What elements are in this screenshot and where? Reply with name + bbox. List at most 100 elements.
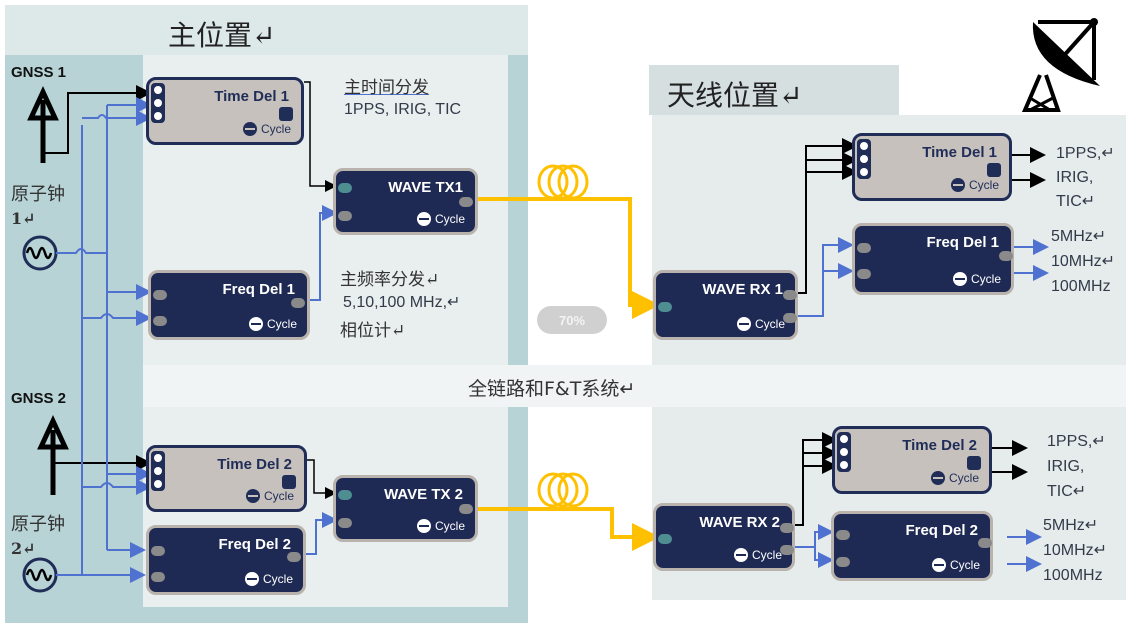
atomic-clock-2-index: 2↵ (11, 539, 36, 558)
wave-rx1-node[interactable]: WAVE RX 1 Cycle (653, 270, 798, 340)
wave-rx2-node[interactable]: WAVE RX 2 Cycle (653, 503, 795, 571)
output-item: IRIG, (1047, 458, 1085, 475)
brand-text: Cycle (948, 471, 979, 485)
input-ports (151, 451, 165, 491)
node-label: Time Del 1 (214, 88, 289, 105)
brand-text: Cycle (260, 122, 291, 136)
output-item: 5MHz↵ (1043, 517, 1099, 534)
atomic-clock-1-index: 1↵ (11, 209, 36, 228)
atomic-clock-2-icon (22, 557, 58, 593)
wave-tx2-node[interactable]: WAVE TX 2 Cycle (333, 475, 478, 542)
output-port (291, 298, 305, 308)
brand-text: Cycle (949, 558, 980, 572)
time-del-1-node[interactable]: Time Del 1 Cycle (146, 77, 304, 145)
cycle-brand: Cycle (245, 489, 294, 503)
output-port (999, 251, 1013, 261)
node-label: WAVE RX 2 (699, 514, 780, 531)
brand-text: Cycle (970, 272, 1001, 286)
node-label: Time Del 2 (217, 456, 292, 473)
output-freq-2: 5MHz↵ 10MHz↵ 100MHz (1043, 513, 1107, 588)
zoom-badge[interactable]: 70% (537, 306, 607, 334)
rx-freq-del-2-node[interactable]: Freq Del 2 Cycle (831, 511, 993, 581)
brand-text: Cycle (262, 572, 293, 586)
status-indicator (282, 475, 296, 489)
output-item: 1PPS,↵ (1047, 433, 1106, 450)
cycle-brand: Cycle (930, 471, 979, 485)
main-freq-sub: 5,10,100 MHz,↵ (343, 294, 461, 311)
input-port (658, 534, 672, 544)
status-indicator (279, 107, 293, 121)
cycle-logo-icon (416, 519, 431, 533)
atomic-clock-1-icon (22, 235, 58, 271)
wave-tx1-node[interactable]: WAVE TX1 Cycle (333, 168, 478, 235)
cycle-logo-icon (242, 122, 257, 136)
node-label: WAVE TX 2 (384, 486, 463, 503)
status-indicator (987, 163, 1001, 177)
wire-freq1-tx1 (310, 205, 338, 301)
input-port (658, 302, 672, 312)
output-time-1: 1PPS,↵ IRIG, TIC↵ (1056, 142, 1115, 214)
cycle-brand: Cycle (242, 122, 291, 136)
cycle-brand: Cycle (416, 519, 465, 533)
cycle-brand: Cycle (416, 212, 465, 226)
main-site-title: 主位置↵ (168, 19, 276, 52)
node-label: Freq Del 2 (218, 536, 291, 553)
output-time-2: 1PPS,↵ IRIG, TIC↵ (1047, 429, 1106, 504)
wire-time1-tx1 (304, 81, 337, 192)
rx-time-del-1-node[interactable]: Time Del 1 Cycle (852, 133, 1012, 201)
output-item: IRIG, (1056, 169, 1094, 186)
wire-freq2-tx2 (306, 512, 338, 555)
cycle-logo-icon (245, 489, 260, 503)
main-time-title: 主时间分发 (344, 78, 429, 98)
rx-time-del-2-node[interactable]: Time Del 2 Cycle (832, 426, 992, 494)
atomic-clock-2-name: 原子钟 (11, 514, 65, 535)
cycle-logo-icon (950, 178, 965, 192)
time-del-2-node[interactable]: Time Del 2 Cycle (146, 445, 307, 512)
status-indicator (967, 456, 981, 470)
cycle-logo-icon (930, 471, 945, 485)
atomic-clock-1-label: 原子钟 1↵ (11, 183, 65, 231)
node-label: Freq Del 1 (222, 281, 295, 298)
rx-freq-del-1-node[interactable]: Freq Del 1 Cycle (852, 223, 1014, 295)
input-port (857, 243, 871, 253)
middle-strip (143, 365, 1126, 407)
output-item: 5MHz↵ (1051, 228, 1107, 245)
cycle-logo-icon (931, 558, 946, 572)
node-label: WAVE TX1 (388, 179, 463, 196)
cycle-logo-icon (736, 317, 751, 331)
gnss1-label: GNSS 1 (11, 64, 67, 81)
antenna-site-title: 天线位置↵ (667, 79, 803, 112)
input-port (338, 490, 352, 500)
main-freq-sub2: 相位计↵ (340, 321, 406, 341)
node-label: Time Del 2 (902, 437, 977, 454)
output-port (459, 197, 473, 207)
freq-del-1-node[interactable]: Freq Del 1 Cycle (148, 270, 310, 340)
output-item: TIC↵ (1047, 483, 1087, 500)
cycle-logo-icon (248, 317, 263, 331)
output-port (287, 552, 301, 562)
wire-gnss1-time1 (43, 85, 152, 154)
brand-text: Cycle (266, 317, 297, 331)
output-port (780, 545, 794, 555)
brand-text: Cycle (434, 212, 465, 226)
main-freq-title: 主频率分发↵ (340, 270, 440, 290)
gnss2-antenna-icon (37, 415, 69, 495)
cycle-brand: Cycle (733, 548, 782, 562)
node-label: Freq Del 2 (905, 522, 978, 539)
cycle-brand: Cycle (244, 572, 293, 586)
input-port (338, 183, 352, 193)
node-label: Freq Del 1 (926, 234, 999, 251)
cycle-brand: Cycle (931, 558, 980, 572)
node-label: WAVE RX 1 (702, 281, 783, 298)
freq-del-2-node[interactable]: Freq Del 2 Cycle (146, 525, 306, 595)
input-ports (151, 83, 165, 123)
input-port (153, 316, 167, 326)
output-port (780, 523, 794, 533)
input-port (836, 557, 850, 567)
cycle-logo-icon (244, 572, 259, 586)
cycle-logo-icon (733, 548, 748, 562)
satellite-dish-icon (1021, 18, 1100, 112)
atomic-clock-1-name: 原子钟 (11, 184, 65, 205)
fiber-link-2 (478, 472, 660, 551)
